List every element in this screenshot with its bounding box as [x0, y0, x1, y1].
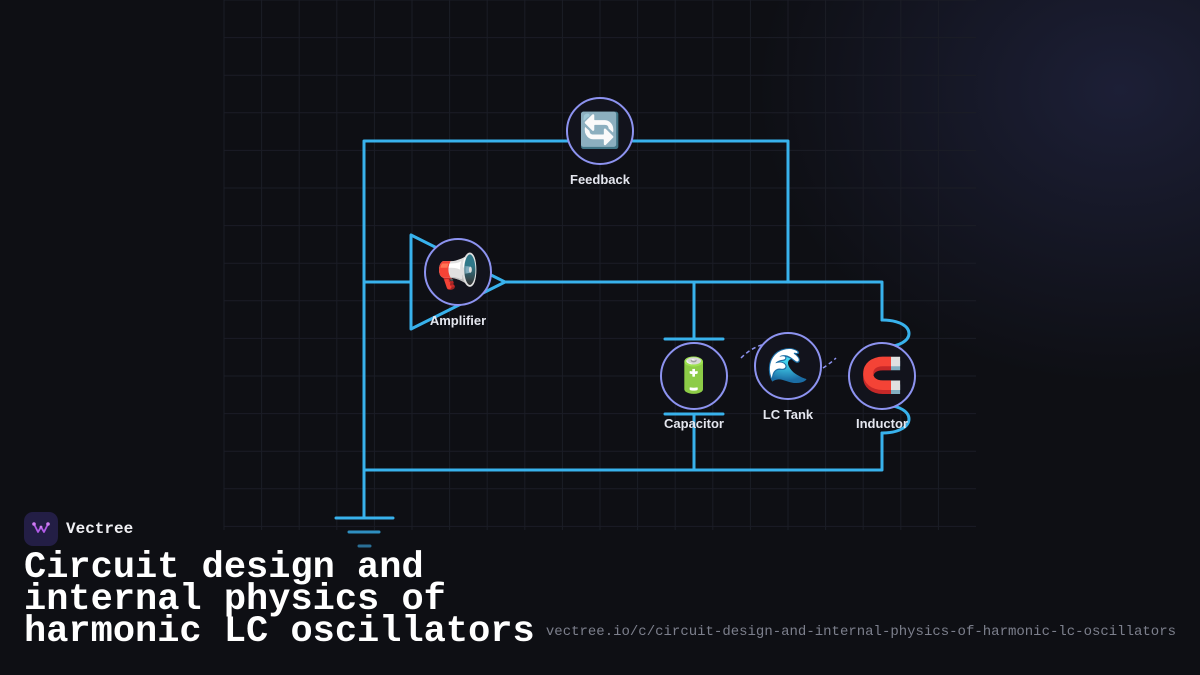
return-wire — [362, 431, 884, 472]
wave-icon: 🌊 — [766, 346, 810, 386]
magnet-icon: 🧲 — [860, 356, 904, 396]
megaphone-icon: 📢 — [436, 252, 480, 292]
oscillation-arc-left — [740, 343, 766, 359]
vectree-logo-icon — [24, 512, 58, 546]
lc-tank-label: LC Tank — [762, 407, 814, 422]
lc-tank-node — [754, 332, 822, 400]
amplifier-label: Amplifier — [429, 313, 487, 328]
background-grid — [223, 0, 976, 530]
amplifier-node — [424, 238, 492, 306]
output-wire — [503, 280, 884, 322]
brand: Vectree — [24, 512, 133, 546]
feedback-label: Feedback — [570, 172, 630, 187]
refresh-arrows-icon: 🔄 — [578, 111, 622, 151]
feedback-node — [566, 97, 634, 165]
inductor-node — [848, 342, 916, 410]
capacitor-node — [660, 342, 728, 410]
oscillation-arc-right — [822, 357, 837, 369]
feedback-wire — [362, 139, 790, 472]
inductor-label: Inductor — [856, 416, 908, 431]
page-title: Circuit design and internal physics of h… — [24, 547, 535, 653]
brand-name: Vectree — [66, 520, 134, 538]
page-url: vectree.io/c/circuit-design-and-internal… — [545, 624, 1176, 640]
capacitor-label: Capacitor — [664, 416, 724, 431]
battery-icon: 🔋 — [672, 356, 716, 396]
